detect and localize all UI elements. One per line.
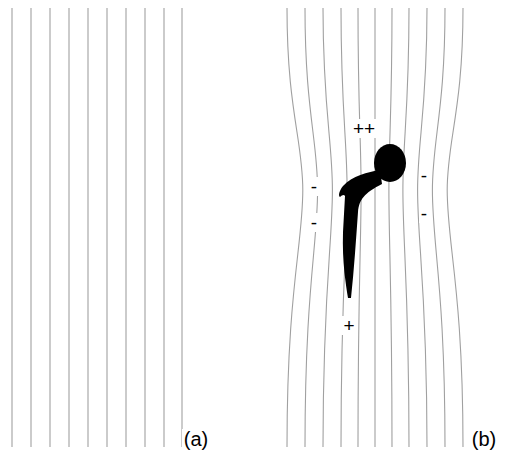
charge-label: - [419, 166, 429, 185]
distorted-field-lines [287, 8, 463, 447]
panel-label: (b) [470, 429, 498, 449]
charge-label: ++ [351, 119, 377, 138]
panel-label: (a) [182, 429, 210, 449]
charge-label: - [419, 204, 429, 223]
implant-shape [339, 144, 406, 298]
uniform-field-lines [12, 8, 182, 447]
charge-label: - [309, 213, 319, 232]
charge-label: + [341, 316, 356, 335]
charge-label: - [309, 177, 319, 196]
